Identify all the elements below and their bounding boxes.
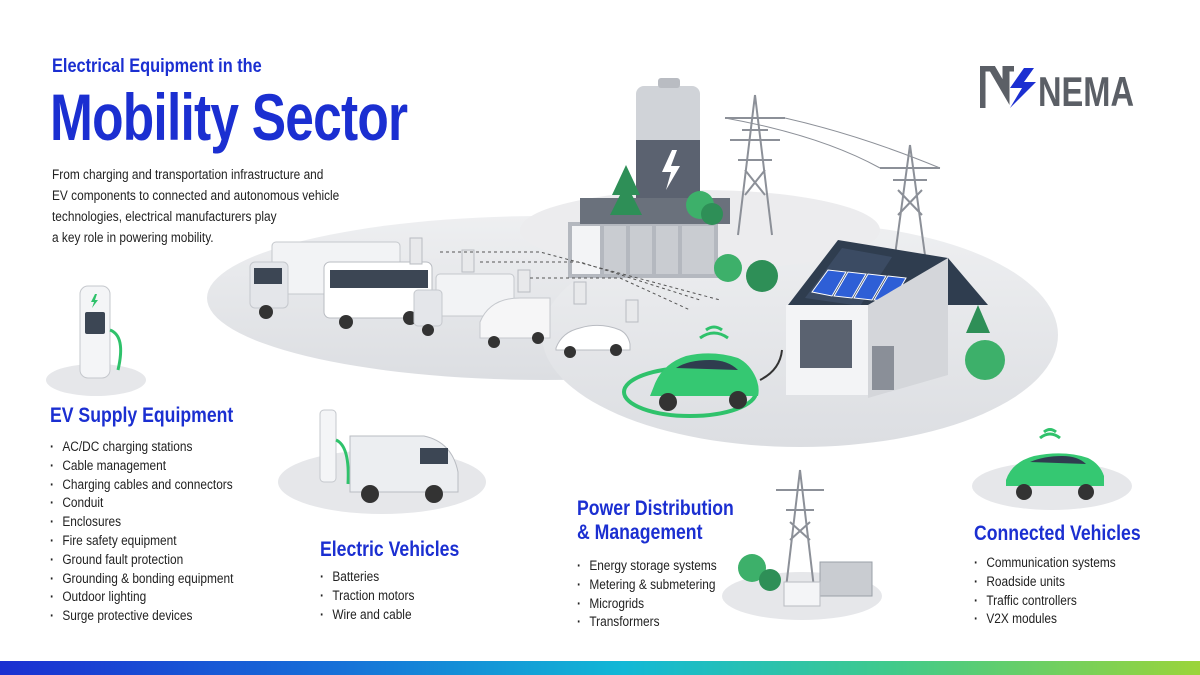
energy-storage-cabinets: [568, 198, 730, 278]
list-item: Charging cables and connectors: [50, 476, 242, 495]
list-item: Microgrids: [577, 595, 741, 614]
section-list: Energy storage systems Metering & submet…: [577, 557, 741, 632]
page-title: Mobility Sector: [50, 80, 408, 154]
list-item: Ground fault protection: [50, 551, 242, 570]
section-title: Connected Vehicles: [974, 522, 1141, 545]
section-title: EV Supply Equipment: [50, 404, 234, 427]
section-ev-supply: EV Supply Equipment AC/DC charging stati…: [50, 404, 268, 626]
header-kicker: Electrical Equipment in the: [52, 56, 262, 77]
list-item: Roadside units: [974, 573, 1149, 592]
nema-logo: NEMA: [980, 66, 1134, 110]
charging-station-illustration: [46, 285, 146, 396]
intro-line: From charging and transportation infrast…: [52, 167, 324, 182]
vehicle-fleet: [249, 237, 721, 358]
list-item: Metering & submetering: [577, 576, 741, 595]
section-list: Communication systems Roadside units Tra…: [974, 554, 1149, 629]
list-item: Traction motors: [320, 587, 466, 606]
intro-line: a key role in powering mobility.: [52, 230, 214, 245]
connected-car-illustration: [972, 428, 1132, 510]
list-item: Outdoor lighting: [50, 588, 242, 607]
section-title: Power Distribution & Management: [577, 497, 734, 545]
section-list: AC/DC charging stations Cable management…: [50, 438, 242, 626]
list-item: Enclosures: [50, 513, 242, 532]
list-item: Batteries: [320, 568, 466, 587]
list-item: Communication systems: [974, 554, 1149, 573]
list-item: AC/DC charging stations: [50, 438, 242, 457]
section-list: Batteries Traction motors Wire and cable: [320, 568, 466, 624]
power-distribution-illustration: [722, 469, 882, 620]
electric-van-illustration: [278, 409, 486, 514]
list-item: Surge protective devices: [50, 607, 242, 626]
list-item: Energy storage systems: [577, 557, 741, 576]
list-item: V2X modules: [974, 610, 1149, 629]
list-item: Cable management: [50, 457, 242, 476]
section-connected-vehicles: Connected Vehicles Communication systems…: [974, 522, 1172, 629]
section-power-distribution: Power Distribution & Management Energy s…: [577, 497, 764, 632]
intro-line: technologies, electrical manufacturers p…: [52, 209, 277, 224]
section-title-line: & Management: [577, 521, 703, 544]
charging-ev-car: [622, 325, 783, 418]
section-title: Electric Vehicles: [320, 538, 460, 561]
list-item: Wire and cable: [320, 606, 466, 625]
list-item: Conduit: [50, 494, 242, 513]
section-title-line: Power Distribution: [577, 497, 734, 520]
logo-wordmark: NEMA: [1038, 68, 1134, 110]
list-item: Transformers: [577, 613, 741, 632]
city-platform-illustration: [207, 78, 1058, 447]
list-item: Fire safety equipment: [50, 532, 242, 551]
tree-icon: [610, 165, 1005, 380]
gradient-footer-bar: [0, 661, 1200, 675]
house-with-solar-panels: [786, 240, 988, 398]
list-item: Grounding & bonding equipment: [50, 570, 242, 589]
section-electric-vehicles: Electric Vehicles Batteries Traction mot…: [320, 538, 486, 624]
lightning-bolt-icon: [980, 66, 1036, 108]
intro-text: From charging and transportation infrast…: [52, 164, 369, 248]
list-item: Traffic controllers: [974, 592, 1149, 611]
intro-line: EV components to connected and autonomou…: [52, 188, 340, 203]
battery-tower: [636, 78, 700, 214]
transmission-tower-icon: [724, 94, 941, 271]
